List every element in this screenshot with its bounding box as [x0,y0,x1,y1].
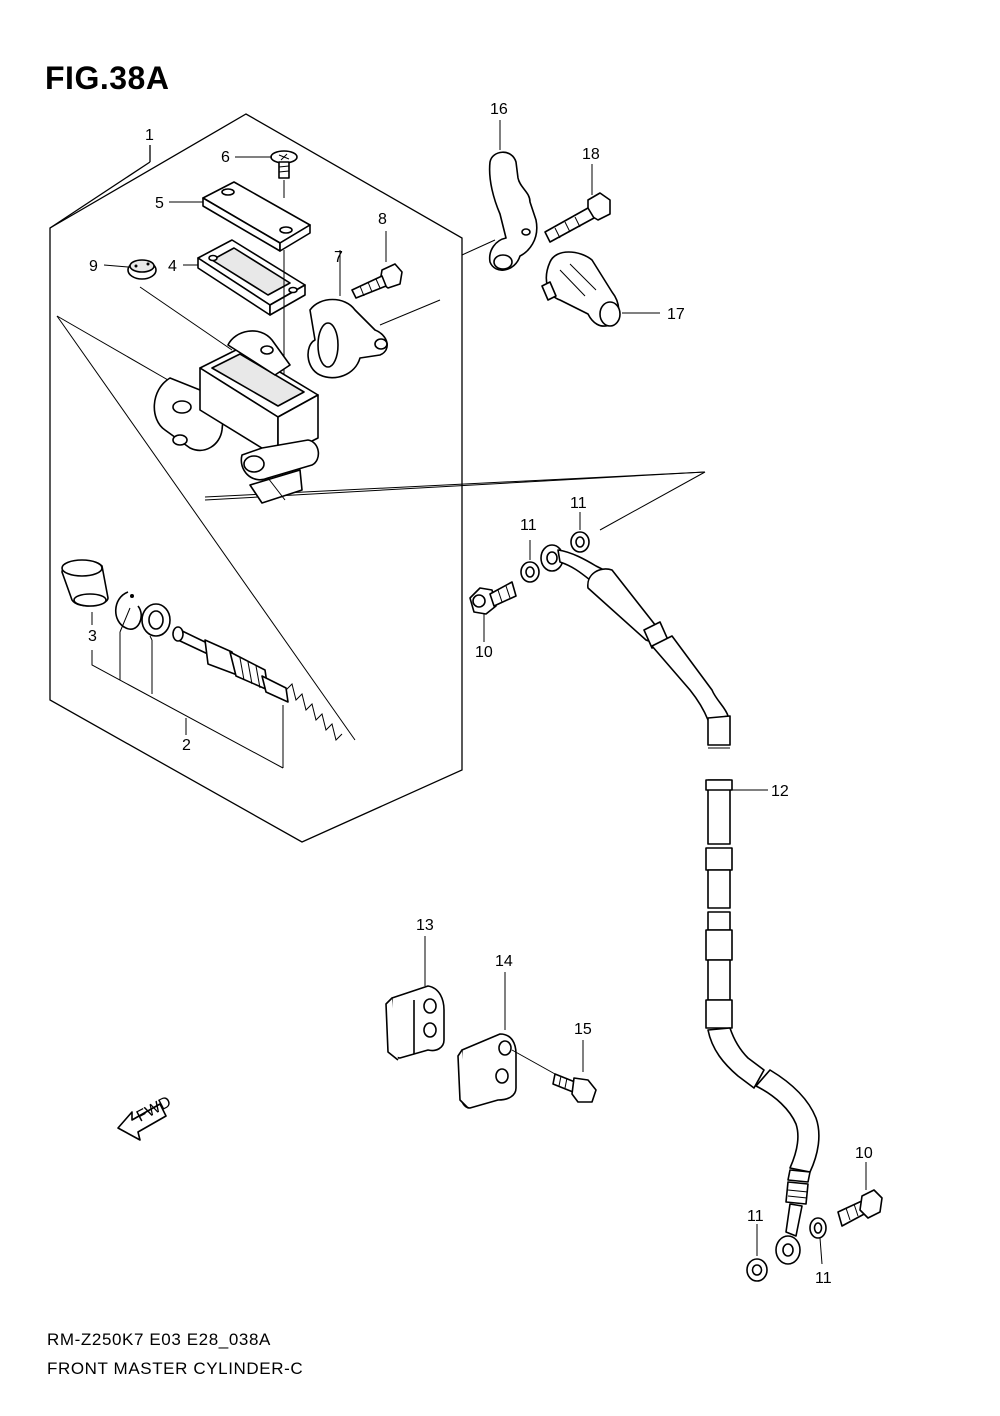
fwd-direction-arrow: FWD [117,1093,174,1141]
callout-11-upper-right: 11 [570,495,587,512]
part-6-screw [270,150,298,198]
callout-18: 18 [582,146,600,163]
callout-17: 17 [667,306,685,323]
callout-labels: 1 2 3 4 5 6 7 8 9 10 10 11 11 11 11 12 1… [88,101,873,1287]
model-code: RM-Z250K7 E03 E28_038A [47,1330,271,1349]
callout-6: 6 [221,149,230,166]
part-3-boot [61,559,109,607]
part-16-lever [488,120,538,271]
part-8-bolt [351,231,403,299]
callout-4: 4 [168,258,177,275]
part-13-bracket [385,936,445,1061]
callout-9: 9 [89,258,98,275]
callout-leaders [91,156,272,641]
part-14-bracket [457,972,556,1109]
part-18-bolt [544,164,611,243]
callout-2: 2 [182,737,191,754]
callout-1: 1 [145,127,154,144]
callout-12: 12 [771,783,789,800]
diagram-description: FRONT MASTER CYLINDER-C [47,1359,304,1378]
callout-16: 16 [490,101,508,118]
callout-5: 5 [155,195,164,212]
callout-3: 3 [88,628,97,645]
callout-14: 14 [495,953,513,970]
part-17-pivot [541,251,660,327]
callout-11-lower-right: 11 [815,1270,832,1287]
callout-11-upper-left: 11 [520,517,537,534]
part-7-clamp [307,250,388,379]
callout-10-lower: 10 [855,1145,873,1162]
part-1-master-cylinder-body [153,330,320,504]
part-2-piston-kit [91,591,343,769]
callout-10-upper: 10 [475,644,493,661]
callout-8: 8 [378,211,387,228]
part-15-bolt [552,1040,597,1103]
lower-banjo-fitting [746,1162,883,1282]
part-5-reservoir-cap [202,181,311,252]
part-4-diaphragm [197,239,306,400]
callout-15: 15 [574,1021,592,1038]
part-12-brake-hose [557,549,820,1265]
callout-13: 13 [416,917,434,934]
figure-title: FIG.38A [45,60,170,96]
callout-7: 7 [334,249,343,266]
callout-11-lower-left: 11 [747,1208,764,1225]
part-9-sight-glass [127,259,157,280]
